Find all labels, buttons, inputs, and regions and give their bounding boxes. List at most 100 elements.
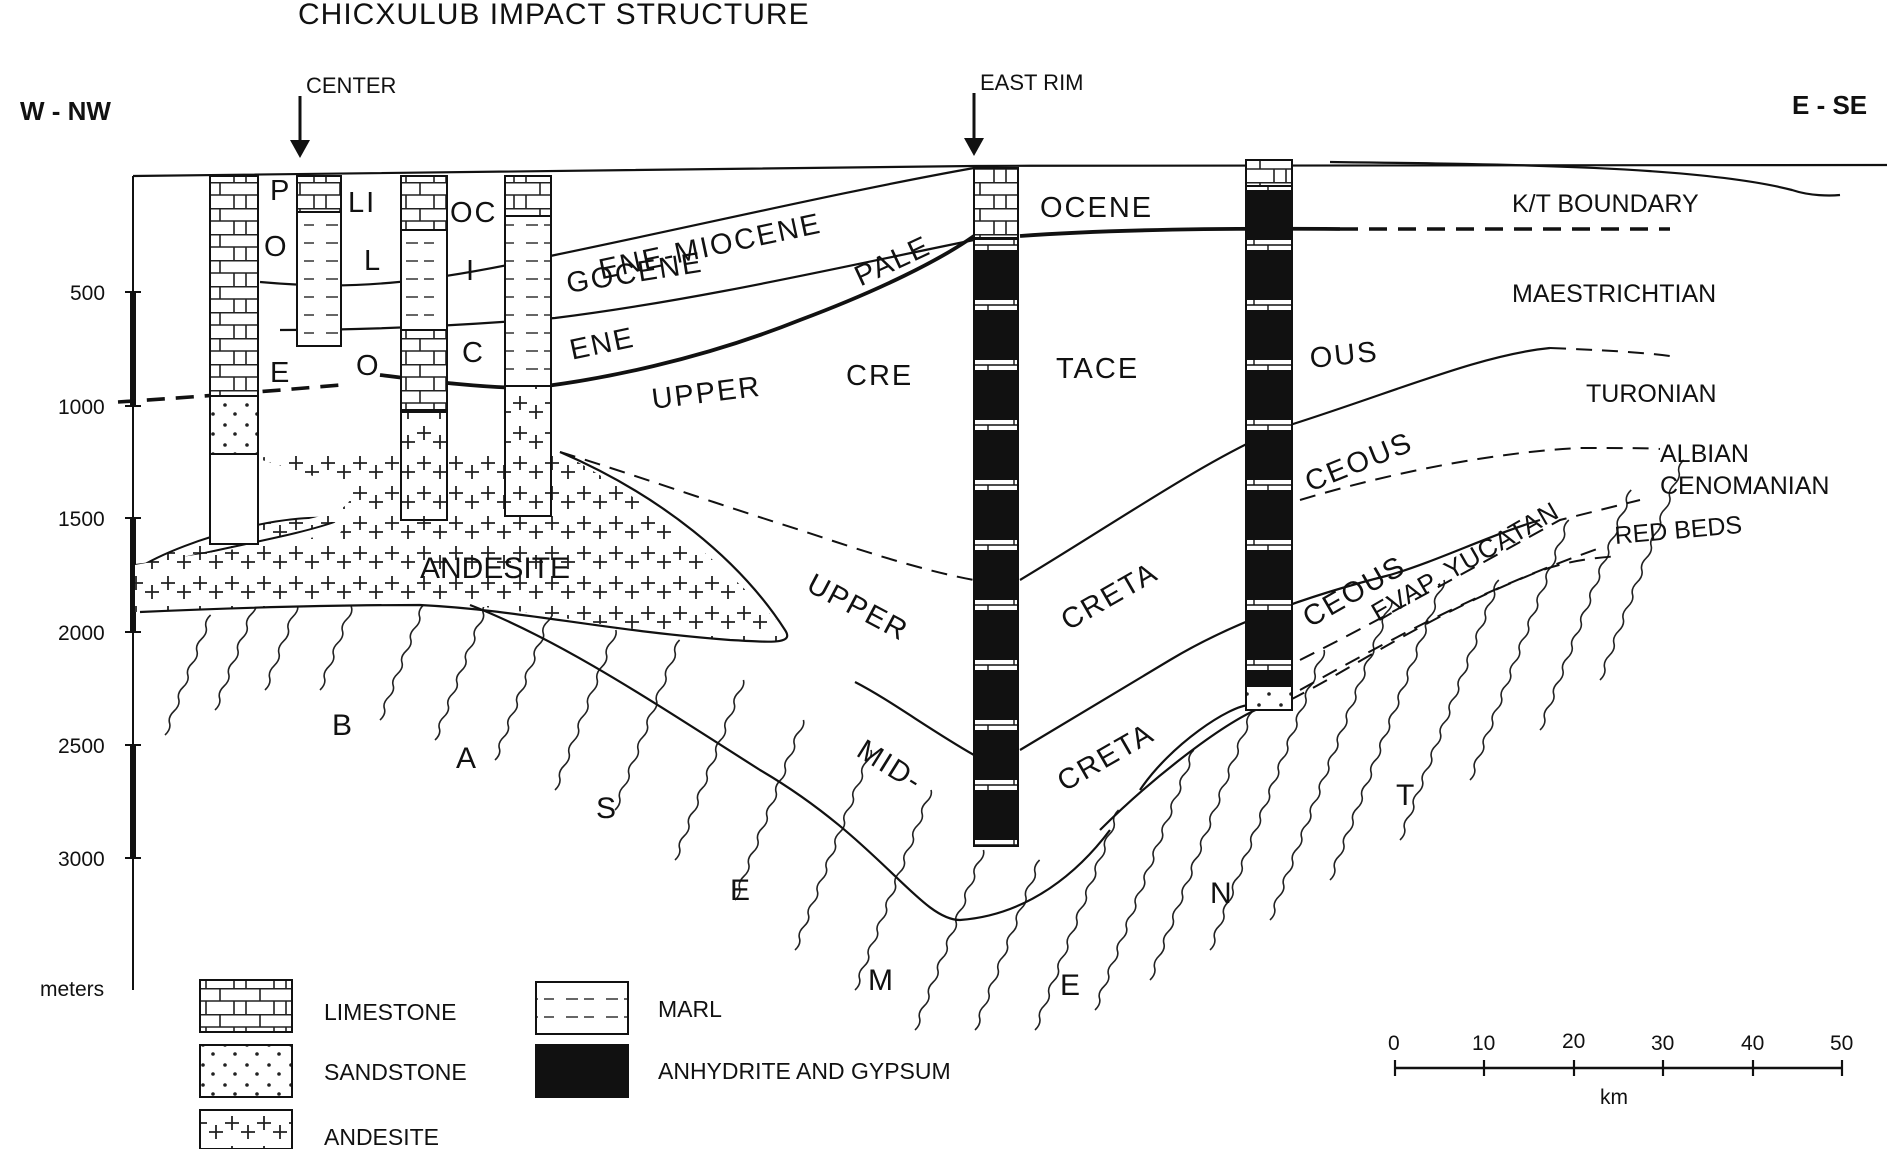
basement-hatch-line xyxy=(794,749,873,951)
basement-hatch-line xyxy=(554,629,617,791)
well-column-4 xyxy=(504,175,552,517)
unit-oligocene-i: I xyxy=(466,255,476,287)
unit-oligocene-l: L xyxy=(364,245,382,277)
unit-basement-n: N xyxy=(1210,877,1232,910)
legend-limestone-swatch xyxy=(199,979,293,1033)
depth-tick-3000: 3000 xyxy=(58,848,105,871)
figure-title: CHICXULUB IMPACT STRUCTURE xyxy=(298,0,810,31)
east-rim-arrow-icon xyxy=(964,93,984,156)
unit-paleocene-ocene: OCENE xyxy=(1040,192,1153,224)
unit-upper-cret2-ceous: CEOUS xyxy=(1301,426,1418,498)
depth-axis xyxy=(125,176,141,990)
unit-basement-b: B xyxy=(332,709,352,742)
center-marker-label: CENTER xyxy=(306,73,396,98)
east-rim-marker-label: EAST RIM xyxy=(980,70,1084,95)
well-column-2 xyxy=(296,175,342,347)
basement-hatch-line xyxy=(914,849,985,1031)
unit-basement-t: T xyxy=(1396,779,1414,812)
basement-hatch-line xyxy=(1329,579,1446,881)
scale-tick-50: 50 xyxy=(1830,1032,1853,1055)
basement-hatch-line xyxy=(674,679,745,861)
basement-hatch-line xyxy=(1094,749,1195,1011)
unit-upper-cret-upper: UPPER xyxy=(650,371,763,416)
stage-albian: ALBIAN xyxy=(1660,440,1749,468)
depth-tick-2000: 2000 xyxy=(58,622,105,645)
scale-unit: km xyxy=(1600,1086,1628,1109)
depth-tick-1500: 1500 xyxy=(58,508,105,531)
basement-hatch-line xyxy=(214,589,262,711)
basement-hatch-line xyxy=(434,589,494,741)
unit-pliocene-li: LI xyxy=(348,187,376,219)
depth-tick-2500: 2500 xyxy=(58,735,105,758)
basement-hatch-line xyxy=(1149,699,1258,981)
scale-bar xyxy=(1393,1060,1844,1076)
stage-maestrichtian: MAESTRICHTIAN xyxy=(1512,280,1716,308)
well-column-3 xyxy=(400,175,448,521)
basement-hatch-line xyxy=(734,719,805,901)
legend-anhydrite-label: ANHYDRITE AND GYPSUM xyxy=(658,1058,951,1084)
stage-red-beds: RED BEDS xyxy=(1613,511,1743,550)
scale-tick-30: 30 xyxy=(1651,1032,1674,1055)
basement-hatch-line xyxy=(1399,579,1500,841)
unit-basement-s: S xyxy=(596,792,616,825)
scale-tick-10: 10 xyxy=(1472,1032,1495,1055)
basement-hatch-line xyxy=(164,614,212,736)
unit-basement-e2: E xyxy=(1060,969,1080,1002)
legend-marl-swatch xyxy=(535,981,629,1035)
unit-eocene-c: C xyxy=(462,337,485,369)
well-column-east xyxy=(1245,159,1293,711)
unit-upper-cret2-creta: CRETA xyxy=(1056,556,1164,637)
unit-basement-m: M xyxy=(868,964,893,997)
basement-hatch-line xyxy=(974,859,1041,1031)
well-column-1 xyxy=(209,175,259,545)
stage-kt-boundary: K/T BOUNDARY xyxy=(1512,190,1699,218)
legend-marl-label: MARL xyxy=(658,996,722,1022)
unit-pliocene-oc: OC xyxy=(450,197,498,229)
scale-tick-40: 40 xyxy=(1741,1032,1764,1055)
andesite-main-body xyxy=(135,449,786,642)
depth-axis-unit: meters xyxy=(40,978,104,1001)
center-arrow-icon xyxy=(290,96,310,158)
unit-upper-cret2-upper: UPPER xyxy=(802,568,914,648)
unit-eocene-o: O xyxy=(356,350,381,382)
unit-pliocene-p: P xyxy=(270,175,291,207)
unit-andesite-label: ANDESITE xyxy=(420,552,570,585)
legend-limestone-label: LIMESTONE xyxy=(324,999,457,1025)
depth-tick-1000: 1000 xyxy=(58,396,105,419)
depth-tick-500: 500 xyxy=(70,282,105,305)
unit-mid-cret-mid: MID- xyxy=(851,734,928,799)
legend-anhydrite-swatch xyxy=(535,1044,629,1098)
legend-andesite-label: ANDESITE xyxy=(324,1124,439,1149)
basement-hatch-line xyxy=(494,609,554,761)
basement-hatch-line xyxy=(1034,809,1120,1031)
stage-cenomanian: CENOMANIAN xyxy=(1660,472,1829,500)
legend-sandstone-swatch xyxy=(199,1044,293,1098)
basement-hatch-line xyxy=(854,789,933,991)
basement-hatch-line xyxy=(1539,489,1632,731)
basement-hatch-line xyxy=(1209,649,1326,951)
legend xyxy=(199,979,629,1150)
basement-hatching xyxy=(164,459,1685,1031)
basement-hatch-line xyxy=(614,639,681,811)
unit-eocene-e: E xyxy=(270,357,291,389)
scale-tick-0: 0 xyxy=(1388,1032,1400,1055)
unit-eocene-ene: ENE xyxy=(567,322,638,367)
basement-hatch-line xyxy=(1469,519,1570,781)
legend-andesite-swatch xyxy=(199,1109,293,1150)
basement-hatch-line xyxy=(1269,599,1393,921)
unit-basement-a: A xyxy=(456,742,476,775)
stage-turonian: TURONIAN xyxy=(1586,380,1717,408)
unit-upper-cret-ous: OUS xyxy=(1308,336,1380,375)
basement-hatch-line xyxy=(1599,459,1685,681)
direction-west-label: W - NW xyxy=(20,96,111,126)
unit-oligocene-o: O xyxy=(264,231,289,263)
unit-basement-e1: E xyxy=(730,874,750,907)
legend-sandstone-label: SANDSTONE xyxy=(324,1059,467,1085)
scale-tick-20: 20 xyxy=(1562,1030,1585,1053)
unit-upper-cret-cre: CRE xyxy=(846,360,913,392)
well-column-east-rim xyxy=(973,167,1019,847)
unit-upper-cret-tace: TACE xyxy=(1056,353,1139,385)
direction-east-label: E - SE xyxy=(1792,90,1867,120)
